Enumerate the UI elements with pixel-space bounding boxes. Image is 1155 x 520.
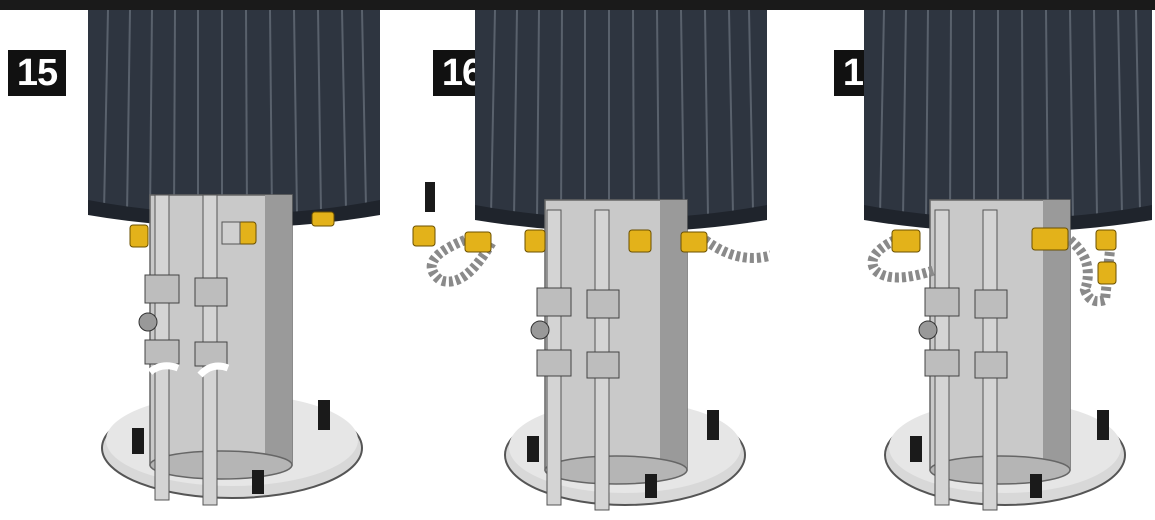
step-number-badge: 15 (8, 50, 66, 96)
step-17-illustration (864, 9, 1152, 511)
step-15-illustration (88, 9, 380, 506)
step-17-panel: 17 (770, 0, 1155, 520)
top-border (0, 0, 1155, 10)
flexible-hoses (426, 235, 770, 287)
step-15-panel: 15 (0, 0, 385, 520)
anchor-bolts (132, 400, 330, 494)
step-16-panel: 16 (385, 0, 770, 520)
steel-column (544, 199, 688, 485)
valve-pipes (530, 209, 620, 511)
valve-pipes (918, 209, 1008, 511)
anchor-bolts (425, 182, 719, 498)
anchor-bolts (910, 410, 1109, 498)
brass-fittings (412, 225, 708, 253)
brass-fittings (891, 227, 1117, 285)
finned-radiator (864, 9, 1152, 232)
finned-radiator (475, 9, 767, 232)
brass-fittings (129, 211, 335, 248)
steel-column (149, 194, 293, 480)
flexible-hoses (867, 235, 1115, 307)
step-16-illustration (412, 9, 770, 511)
valve-pipes (138, 194, 230, 506)
